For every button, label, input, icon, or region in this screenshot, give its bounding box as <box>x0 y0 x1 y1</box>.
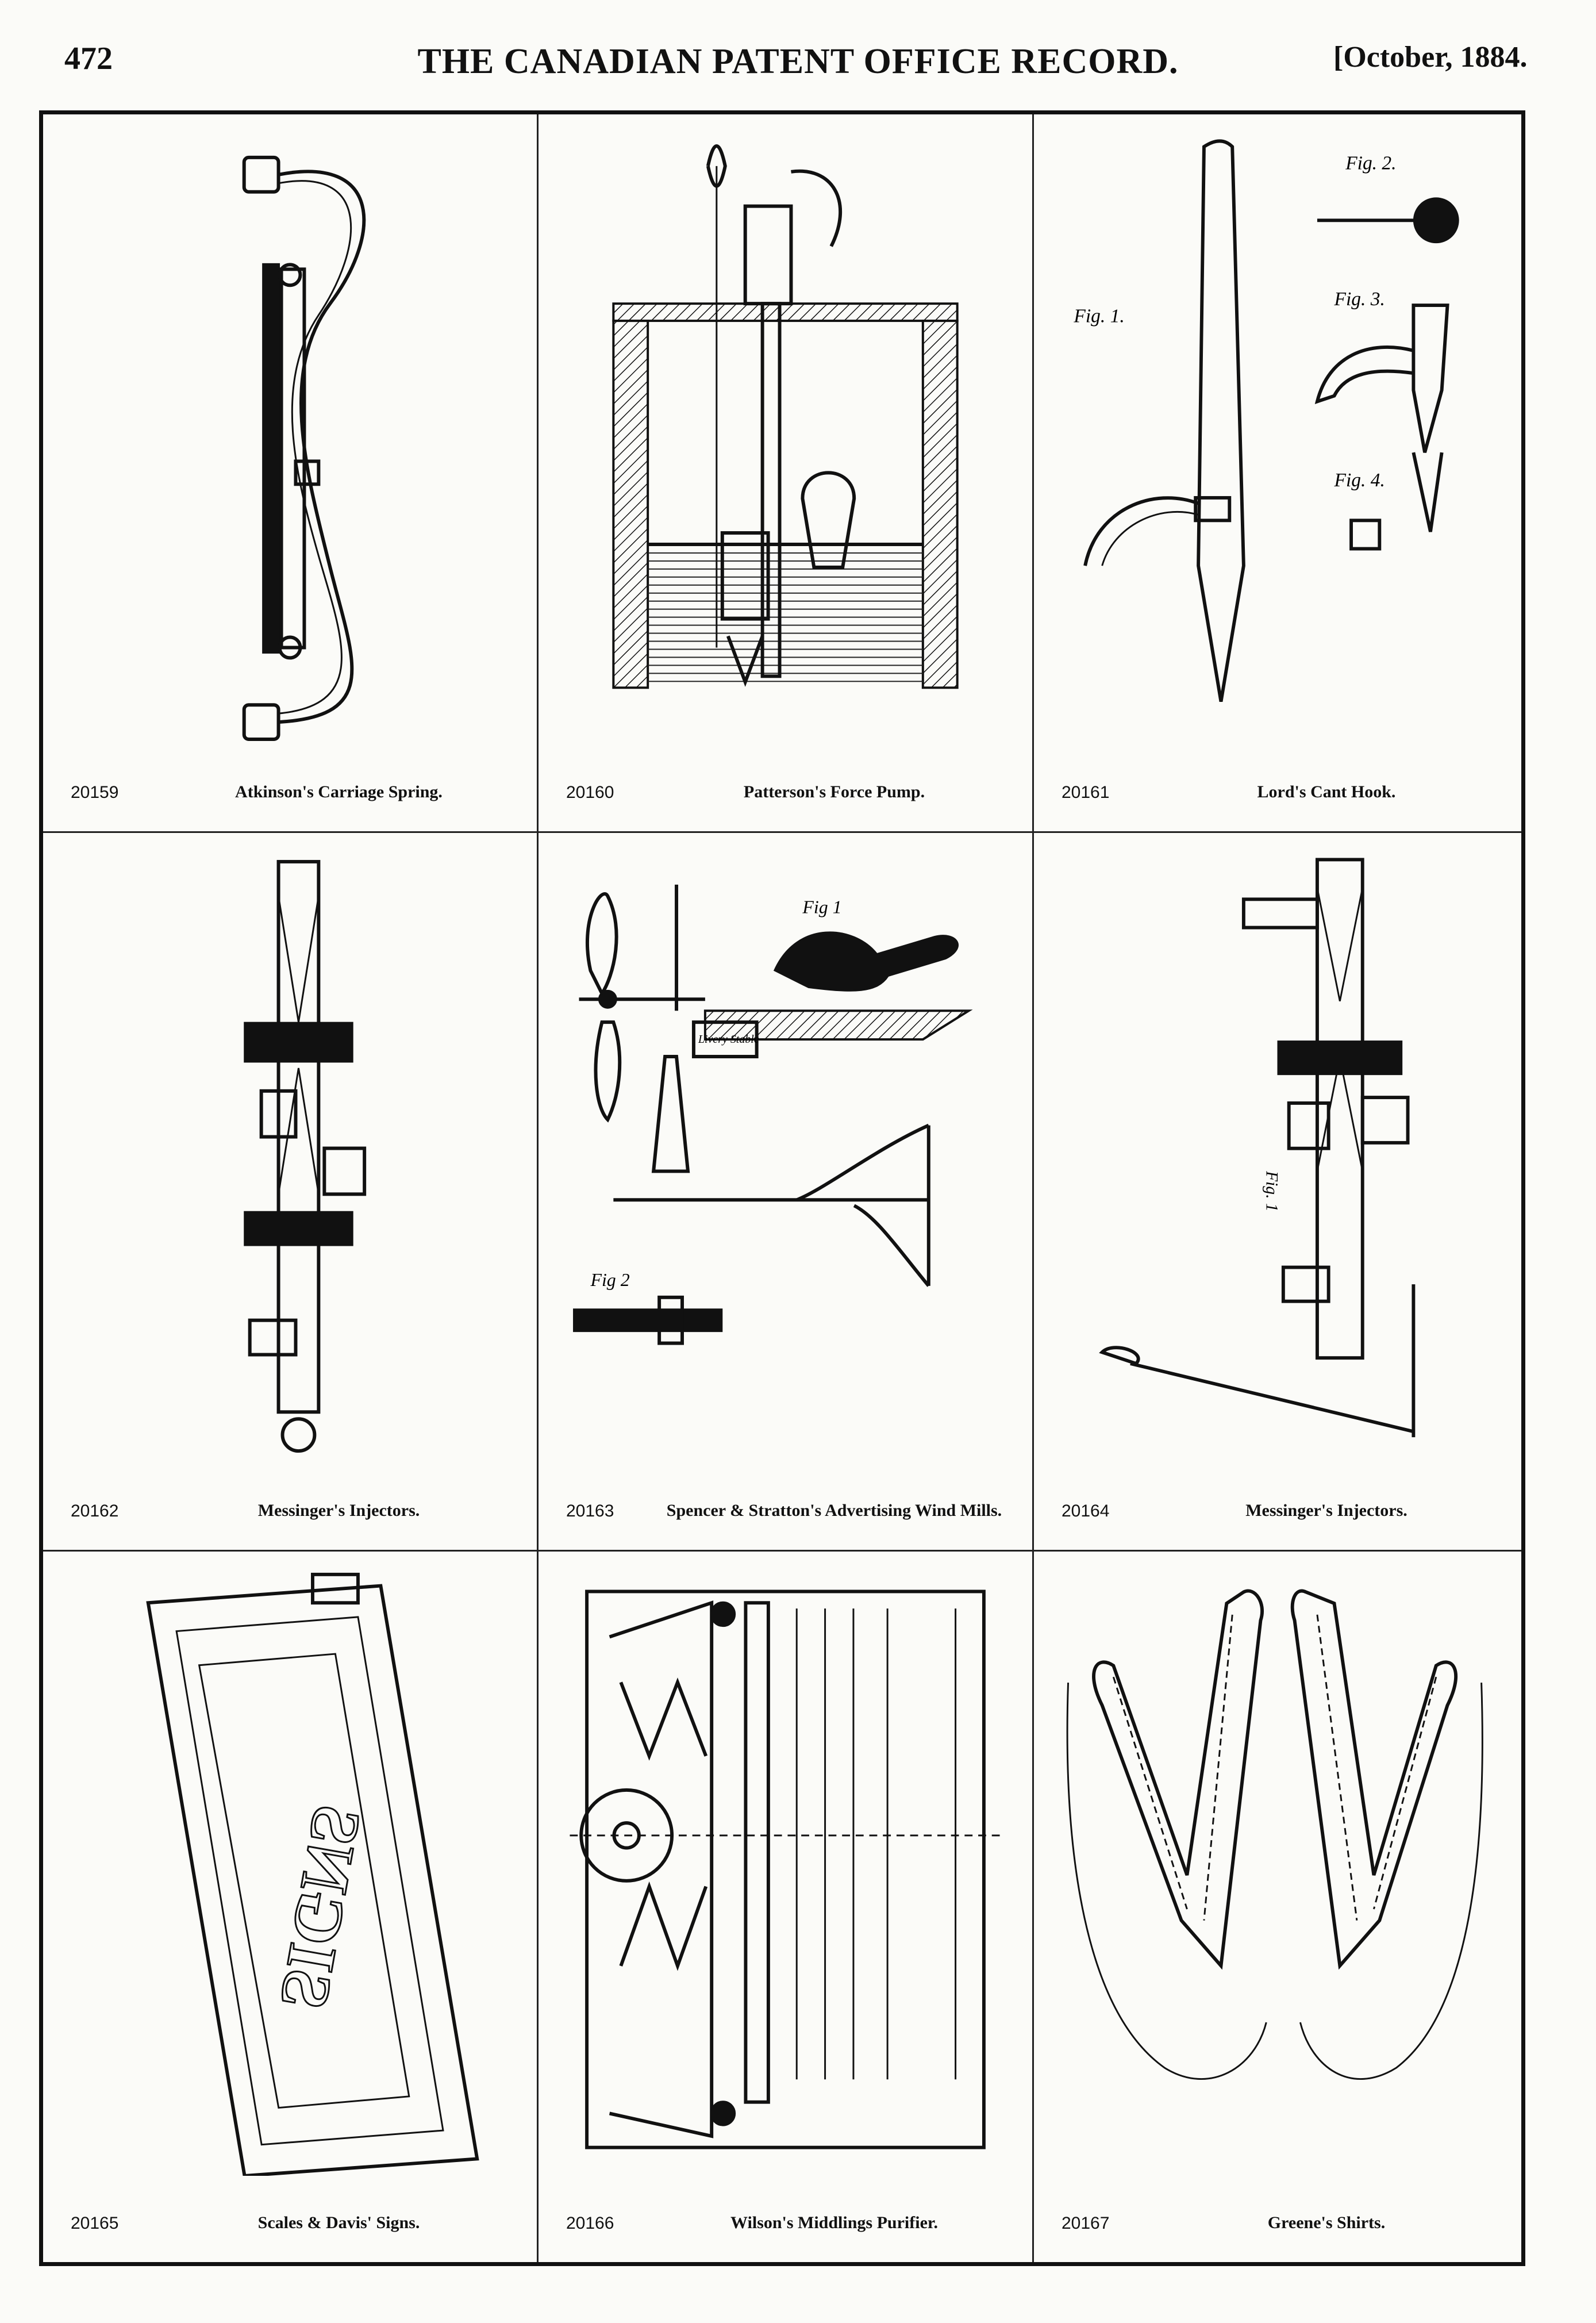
fig-label: Fig. 1 <box>1262 1170 1280 1212</box>
page-header: 472 THE CANADIAN PATENT OFFICE RECORD. [… <box>0 34 1596 92</box>
fig-3-label: Fig. 3. <box>1334 289 1385 310</box>
patent-title: Lord's Cant Hook. <box>1257 782 1396 801</box>
injector-drawing <box>60 850 520 1464</box>
patent-cell-20163: Fig 1 Livery Stable Fig 2 <box>539 833 1034 1552</box>
patent-number: 20167 <box>1062 2214 1110 2233</box>
stable-sign-text: Livery Stable <box>698 1033 759 1046</box>
patent-plate-frame: 20159 Atkinson's Carriage Spring. <box>39 110 1525 2266</box>
patent-number: 20164 <box>1062 1502 1110 1520</box>
patent-cell-20162: 20162 Messinger's Injectors. <box>43 833 539 1552</box>
fig-2-label: Fig 2 <box>590 1270 629 1290</box>
middlings-purifier-drawing <box>556 1569 1015 2176</box>
patent-title: Messinger's Injectors. <box>257 1501 420 1520</box>
page-number: 472 <box>64 41 113 76</box>
patent-cell-20160: 20160 Patterson's Force Pump. <box>539 114 1034 833</box>
force-pump-drawing <box>556 132 1015 745</box>
patent-caption: 20163 Spencer & Stratton's Advertising W… <box>555 1476 1016 1534</box>
patent-number: 20163 <box>566 1502 614 1520</box>
patent-cell-20159: 20159 Atkinson's Carriage Spring. <box>43 114 539 833</box>
sign-frame-drawing: SIGNS <box>60 1569 520 2178</box>
patent-number: 20160 <box>566 783 614 802</box>
patent-cell-20164: Fig. 1 20164 Messinger's Injectors. <box>1034 833 1521 1552</box>
carriage-spring-drawing <box>60 132 520 745</box>
patent-number: 20162 <box>71 1502 119 1520</box>
fig-4-label: Fig. 4. <box>1334 470 1385 491</box>
patent-cell-20167: 20167 Greene's Shirts. <box>1034 1552 1521 2262</box>
patent-title: Greene's Shirts. <box>1267 2213 1386 2232</box>
patent-grid: 20159 Atkinson's Carriage Spring. <box>43 114 1521 2262</box>
patent-cell-20161: Fig. 1. Fig. 2. Fig. 3. Fig. 4. 20161 Lo… <box>1034 114 1521 833</box>
patent-title: Spencer & Stratton's Advertising Wind Mi… <box>666 1501 1002 1520</box>
injector-drawing: Fig. 1 <box>1051 850 1504 1464</box>
patent-number: 20161 <box>1062 783 1110 802</box>
patent-caption: 20166 Wilson's Middlings Purifier. <box>555 2188 1016 2246</box>
patent-title: Atkinson's Carriage Spring. <box>235 782 443 801</box>
cant-hook-drawing: Fig. 1. Fig. 2. Fig. 3. Fig. 4. <box>1051 132 1504 745</box>
patent-title: Scales & Davis' Signs. <box>257 2213 420 2232</box>
patent-number: 20166 <box>566 2214 614 2233</box>
patent-caption: 20162 Messinger's Injectors. <box>59 1476 521 1534</box>
fig-1-label: Fig. 1. <box>1073 306 1124 327</box>
patent-title: Wilson's Middlings Purifier. <box>730 2213 938 2232</box>
patent-caption: 20161 Lord's Cant Hook. <box>1050 758 1505 815</box>
shirt-pattern-drawing <box>1051 1569 1504 2176</box>
patent-title: Patterson's Force Pump. <box>743 782 925 801</box>
journal-title: THE CANADIAN PATENT OFFICE RECORD. <box>417 42 1179 81</box>
patent-caption: 20159 Atkinson's Carriage Spring. <box>59 758 521 815</box>
wind-mill-drawing: Fig 1 Livery Stable Fig 2 <box>556 850 1015 1464</box>
patent-caption: 20165 Scales & Davis' Signs. <box>59 2188 521 2246</box>
issue-date: [October, 1884. <box>1333 41 1528 74</box>
patent-number: 20165 <box>71 2214 119 2233</box>
patent-caption: 20167 Greene's Shirts. <box>1050 2188 1505 2246</box>
patent-cell-20165: SIGNS 20165 Scales & Davis' Signs. <box>43 1552 539 2262</box>
fig-2-label: Fig. 2. <box>1345 153 1396 174</box>
fig-1-label: Fig 1 <box>802 897 841 917</box>
patent-title: Messinger's Injectors. <box>1245 1501 1407 1520</box>
patent-number: 20159 <box>71 783 119 802</box>
patent-cell-20166: 20166 Wilson's Middlings Purifier. <box>539 1552 1034 2262</box>
sign-text: SIGNS <box>266 1800 376 2014</box>
patent-caption: 20164 Messinger's Injectors. <box>1050 1476 1505 1534</box>
patent-caption: 20160 Patterson's Force Pump. <box>555 758 1016 815</box>
